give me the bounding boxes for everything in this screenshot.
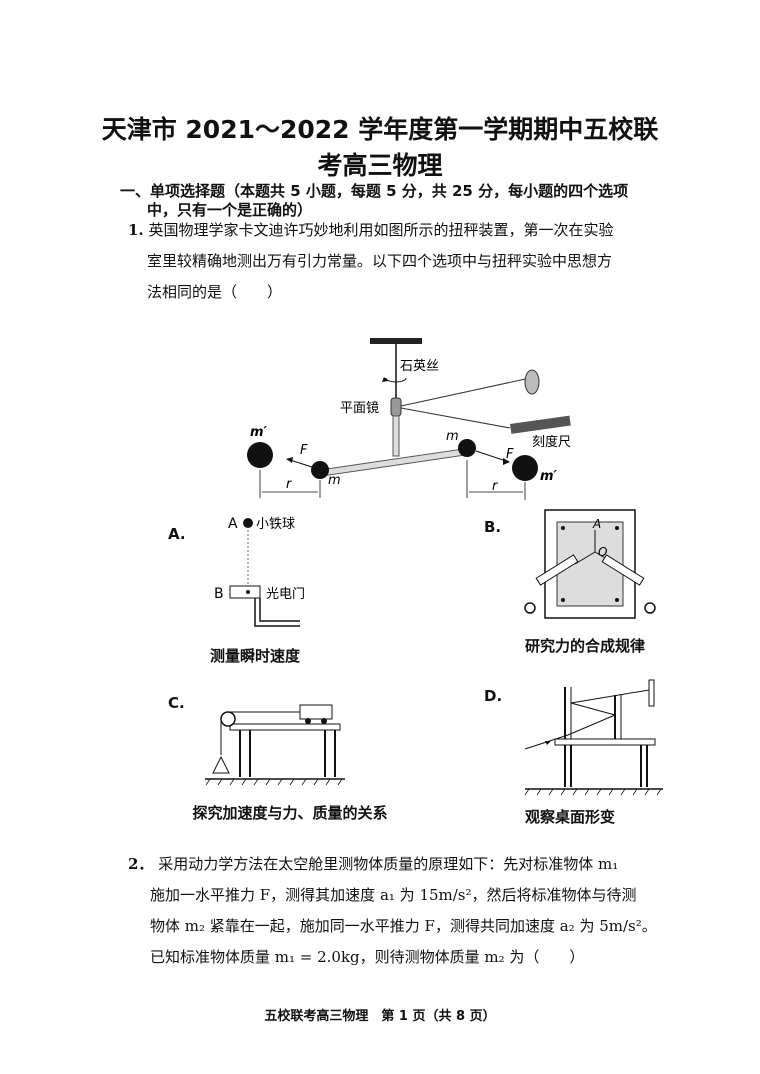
plane-mirror [390, 397, 402, 417]
option-a-letter: A. [168, 525, 186, 543]
option-d-letter: D. [484, 687, 503, 705]
page-title-line1: 天津市 2021～2022 学年度第一学期期中五校联 [101, 115, 659, 144]
question-2-line3: 物体 m₂ 紧靠在一起，施加同一水平推力 F，测得共同加速度 a₂ 为 5m/s… [150, 917, 657, 935]
point-a-b-label: A [592, 517, 601, 531]
option-a-caption: 测量瞬时速度 [209, 647, 300, 665]
option-c-figure [205, 704, 345, 786]
option-b-figure: A O [524, 509, 656, 619]
option-d-figure [524, 679, 663, 796]
photogate [229, 585, 261, 599]
m-prime-right-label: m′ [540, 469, 558, 484]
question-1-line1: 英国物理学家卡文迪许巧妙地利用如图所示的扭秤装置，第一次在实验 [148, 221, 614, 239]
large-ball-left [247, 442, 273, 468]
question-2-line4: 已知标准物体质量 m₁ = 2.0kg，则待测物体质量 m₂ 为（ ） [150, 948, 585, 966]
m-left-label: m [328, 473, 341, 488]
ceiling-mount [370, 338, 422, 344]
section-header-line2: 中，只有一个是正确的） [147, 201, 313, 219]
spring-scale-left [535, 554, 579, 586]
small-ball-right [458, 439, 476, 457]
torsion-balance-figure: 石英丝 平面镜 刻度尺 m′ m′ m m F F r r [247, 338, 571, 500]
r-left-label: r [286, 477, 293, 492]
page-footer: 五校联考高三物理 第 1 页（共 8 页） [264, 1009, 496, 1024]
section-header-line1: 一、单项选择题（本题共 5 小题，每题 5 分，共 25 分，每小题的四个选项 [120, 182, 629, 200]
question-1-number: 1. [128, 221, 144, 239]
rotation-arrow [385, 377, 407, 383]
F-left-label: F [300, 443, 308, 458]
quartz-fiber-label: 石英丝 [400, 359, 439, 374]
cart [299, 704, 333, 720]
large-ball-right [512, 455, 538, 481]
small-ball-left [311, 461, 329, 479]
lamp-icon [524, 369, 540, 395]
plane-mirror-label: 平面镜 [340, 401, 379, 416]
iron-ball [243, 518, 253, 528]
ruler-scale [509, 415, 571, 434]
question-1-line2: 室里较精确地测出万有引力常量。以下四个选项中与扭秤实验中思想方 [147, 252, 613, 270]
desk-top [554, 738, 656, 746]
option-b-letter: B. [484, 518, 502, 536]
m-right-label: m [446, 429, 459, 444]
m-prime-left-label: m′ [250, 425, 268, 440]
point-a-label: A [228, 516, 238, 532]
F-right-label: F [506, 447, 514, 462]
photogate-label: 光电门 [266, 587, 305, 602]
iron-ball-label: 小铁球 [256, 517, 295, 532]
question-1: 1. 英国物理学家卡文迪许巧妙地利用如图所示的扭秤装置，第一次在实验 [128, 214, 613, 246]
point-o-label: O [598, 545, 607, 559]
question-1-line3: 法相同的是（ ） [147, 283, 283, 301]
question-2: 2． 采用动力学方法在太空舱里测物体质量的原理如下：先对标准物体 m₁ [128, 848, 618, 880]
pulley [220, 711, 236, 727]
point-b-label: B [214, 586, 224, 602]
screen [648, 679, 655, 707]
spring-scale-right [601, 554, 645, 586]
question-2-line1: 采用动力学方法在太空舱里测物体质量的原理如下：先对标准物体 m₁ [158, 855, 619, 873]
option-a-figure: A 小铁球 B 光电门 [214, 516, 305, 627]
page-title-line2: 考高三物理 [317, 151, 443, 180]
option-c-caption: 探究加速度与力、质量的关系 [192, 804, 388, 822]
option-c-letter: C. [168, 694, 185, 712]
option-d-caption: 观察桌面形变 [524, 808, 615, 826]
question-2-line2: 施加一水平推力 F，测得其加速度 a₁ 为 15m/s²，然后将标准物体与待测 [150, 886, 637, 904]
torsion-rod-vertical [392, 415, 400, 457]
r-right-label: r [492, 479, 499, 494]
option-b-caption: 研究力的合成规律 [524, 637, 645, 655]
hanging-weight [212, 755, 230, 774]
table-top [229, 723, 341, 731]
scale-label: 刻度尺 [532, 434, 571, 450]
question-2-number: 2． [128, 855, 154, 873]
